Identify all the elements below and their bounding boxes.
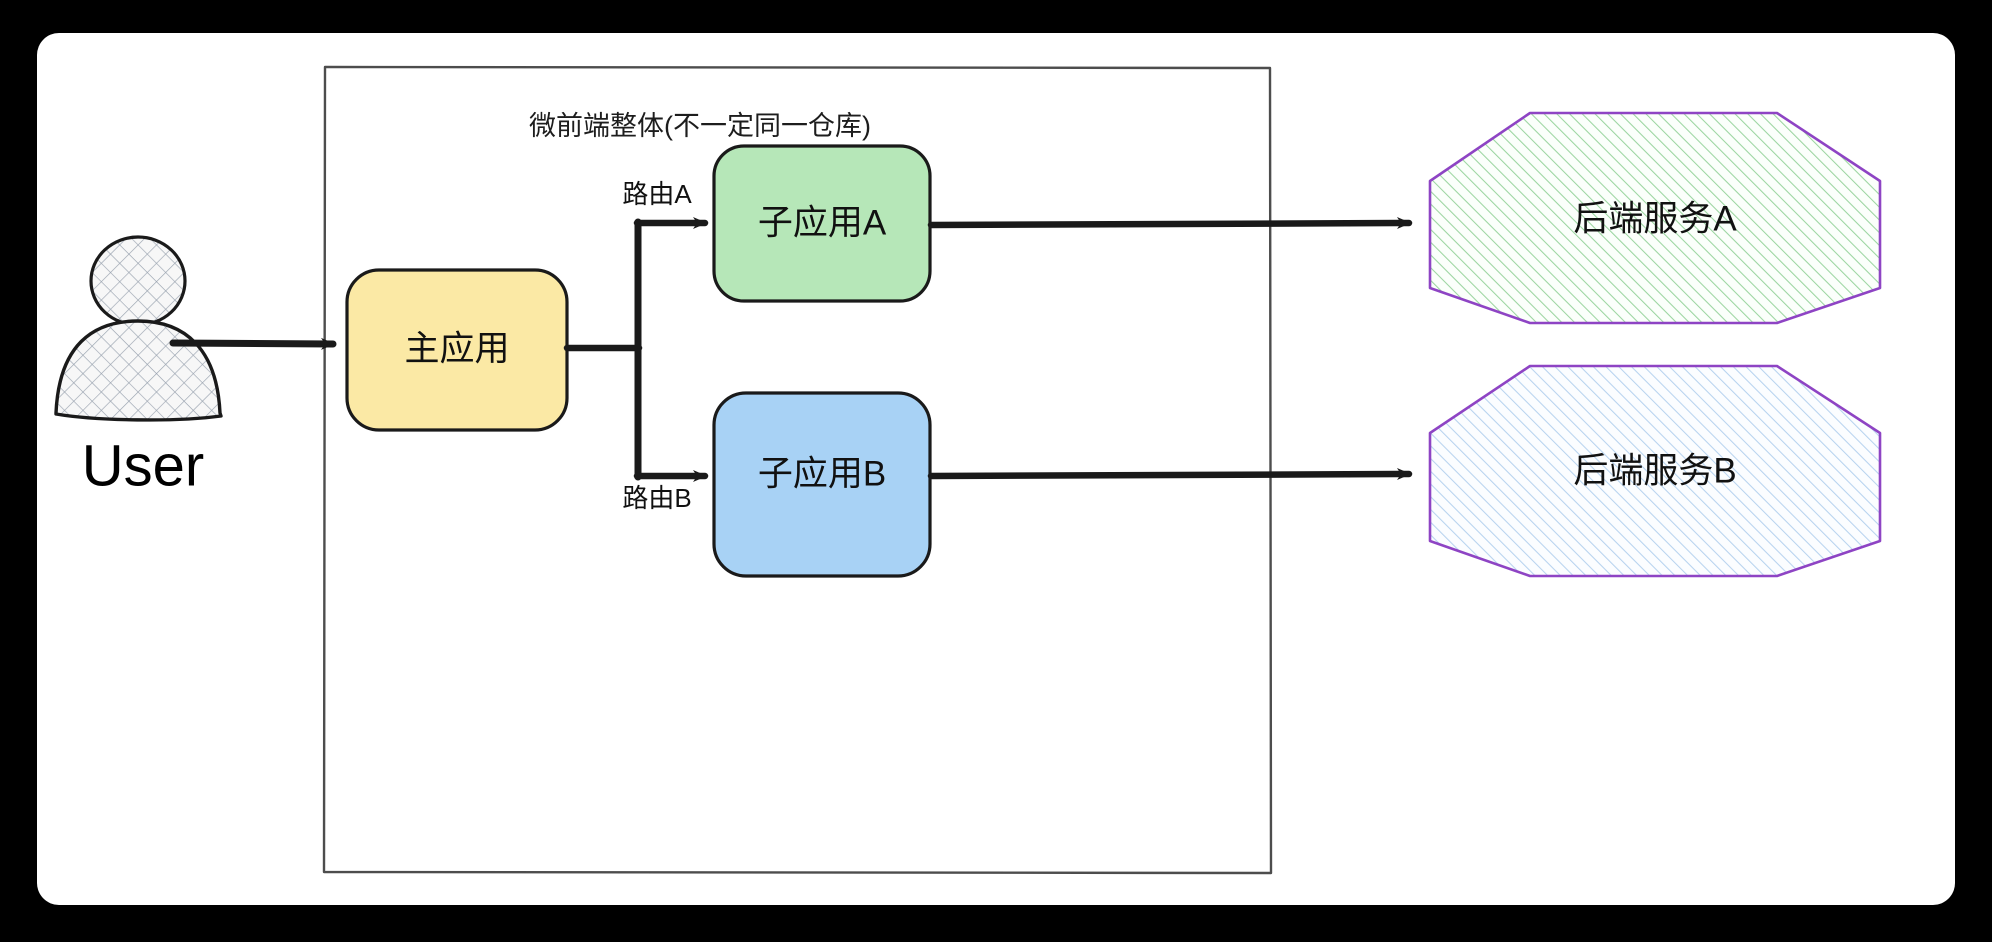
diagram-canvas: 微前端整体(不一定同一仓库) User 主应用 [37,33,1955,905]
user-actor: User [54,235,223,498]
sub-app-b-shape[interactable] [712,391,932,578]
architecture-diagram: 微前端整体(不一定同一仓库) User 主应用 [54,65,1882,875]
user-label: User [82,433,204,498]
container-title: 微前端整体(不一定同一仓库) [529,111,871,141]
container-border [322,65,1273,875]
node-sub-app-a[interactable]: 子应用A [712,144,932,303]
main-app-label: 主应用 [404,329,509,368]
arrow-user-to-main [169,337,337,350]
backend-b-label: 后端服务B [1573,451,1736,490]
node-main-app[interactable]: 主应用 [345,268,569,432]
backend-a-label: 后端服务A [1573,199,1737,238]
backend-a-shape[interactable] [1428,111,1882,325]
edge-sub-a-to-backend-a [927,217,1413,230]
microfrontend-container: 微前端整体(不一定同一仓库) [322,65,1273,875]
backend-b-shape[interactable] [1428,364,1882,578]
sub-app-b-label: 子应用B [758,454,886,493]
user-head-icon [89,235,187,327]
node-sub-app-b[interactable]: 子应用B [712,391,932,578]
node-backend-b[interactable]: 后端服务B [1428,364,1882,578]
edge-main-to-subapps: 路由A 路由B [563,179,709,513]
edge-sub-b-to-backend-b [927,468,1413,481]
arrow-sub-b-to-backend-b [927,468,1413,481]
arrow-sub-a-to-backend-a [927,217,1413,230]
sub-app-a-label: 子应用A [758,203,887,242]
edge-label-route-a: 路由A [622,179,692,209]
user-body-icon [54,319,223,422]
edge-label-route-b: 路由B [622,483,691,513]
edge-user-to-main-app [169,337,337,350]
node-backend-a[interactable]: 后端服务A [1428,111,1882,325]
